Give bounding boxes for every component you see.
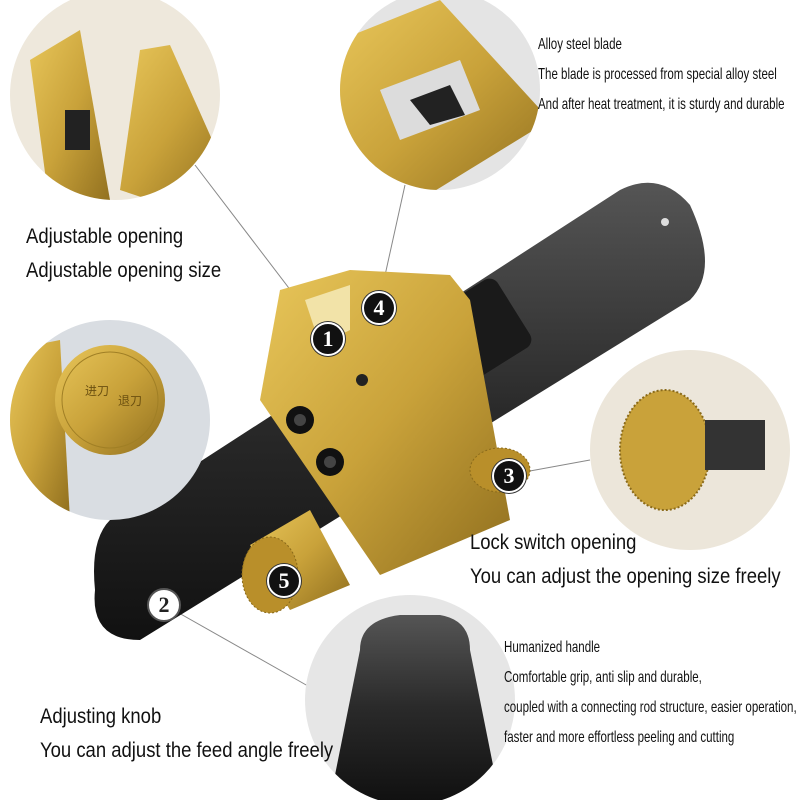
callout-title: Humanized handle — [504, 639, 601, 656]
callout-title: Alloy steel blade — [538, 36, 622, 53]
callout-handle: Humanized handle Comfortable grip, anti … — [504, 633, 797, 753]
callout-line: Comfortable grip, anti slip and durable, — [504, 669, 702, 686]
callout-title: Adjustable opening — [26, 225, 184, 248]
detail-circle-handle — [305, 595, 515, 800]
badge-2: 2 — [147, 588, 181, 622]
callout-line: You can adjust the feed angle freely — [40, 739, 334, 762]
callout-line: And after heat treatment, it is sturdy a… — [538, 96, 785, 113]
badge-4: 4 — [362, 291, 396, 325]
badge-1: 1 — [311, 322, 345, 356]
callout-opening: Adjustable opening Adjustable opening si… — [26, 220, 221, 288]
callout-line: The blade is processed from special allo… — [538, 66, 777, 83]
callout-title: Lock switch opening — [470, 531, 637, 554]
detail-circle-opening — [10, 0, 220, 200]
badge-3: 3 — [492, 459, 526, 493]
detail-circle-knob — [10, 320, 210, 520]
callout-line: coupled with a connecting rod structure,… — [504, 699, 797, 716]
detail-circle-lock — [590, 350, 790, 550]
callout-line: faster and more effortless peeling and c… — [504, 729, 735, 746]
knob-engraving-1: 进刀 — [85, 384, 109, 398]
callout-title: Adjusting knob — [40, 705, 162, 728]
callout-line: You can adjust the opening size freely — [470, 565, 781, 588]
callout-line: Adjustable opening size — [26, 259, 222, 282]
callout-lock: Lock switch opening You can adjust the o… — [470, 526, 781, 594]
badge-5: 5 — [267, 564, 301, 598]
callout-blade: Alloy steel blade The blade is processed… — [538, 30, 785, 120]
detail-circle-blade — [340, 0, 540, 190]
knob-engraving-2: 退刀 — [118, 394, 142, 408]
callout-knob: Adjusting knob You can adjust the feed a… — [40, 700, 333, 768]
